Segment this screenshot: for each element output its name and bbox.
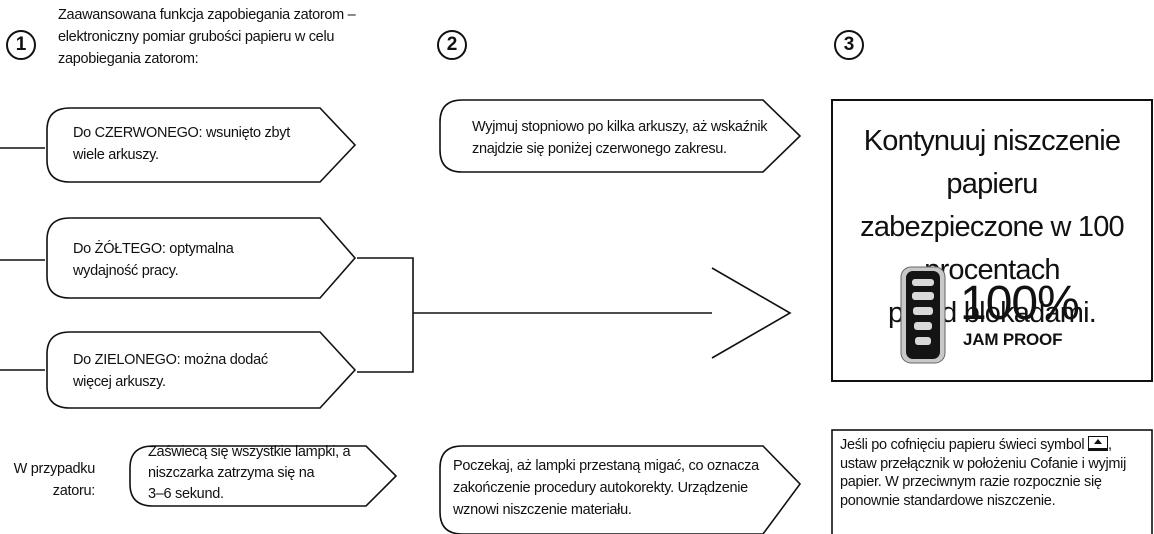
intro-text: Zaawansowana funkcja zapobiegania zatoro… [58,7,356,67]
remove-sheets-shape [439,99,802,173]
bracket-connector [357,257,414,373]
jam-proof-label: JAM PROOF [963,330,1063,349]
step-1-number: 1 [15,34,27,55]
wait-text: Poczekaj, aż lampki przestaną migać, co … [453,458,759,518]
reverse-paper-symbol-icon [1088,436,1109,451]
step-2-badge: 2 [437,30,467,60]
result-message: Kontynuuj niszczenie papieru zabezpieczo… [860,125,1125,329]
green-level-shape [46,331,357,409]
step-3-badge: 3 [834,30,864,60]
jam-event-shape [129,445,398,507]
indicator-lights-icon [900,266,946,364]
percent-label: 100% [960,277,1080,330]
red-level-shape [46,107,357,183]
note-text: Jeśli po cofnięciu papieru świeci symbol… [840,436,1126,509]
yellow-level-text: Do ŻÓŁTEGO: optymalna wydajność pracy. [73,241,234,279]
arrow-head-icon [711,267,792,359]
remove-sheets-text: Wyjmuj stopniowo po kilka arkuszy, aż ws… [472,119,768,157]
jam-label: W przypadku zatoru: [13,461,96,499]
jam-event-text: Zaświecą się wszystkie lampki, a niszcza… [148,444,351,502]
step-2-number: 2 [446,34,458,55]
step-3-number: 3 [843,34,855,55]
red-level-text: Do CZERWONEGO: wsunięto zbyt wiele arkus… [73,125,290,163]
yellow-level-shape [46,217,357,299]
green-level-text: Do ZIELONEGO: można dodać więcej arkuszy… [73,352,268,390]
note-box [831,429,1153,534]
result-box [831,99,1153,382]
step-1-badge: 1 [6,30,36,60]
